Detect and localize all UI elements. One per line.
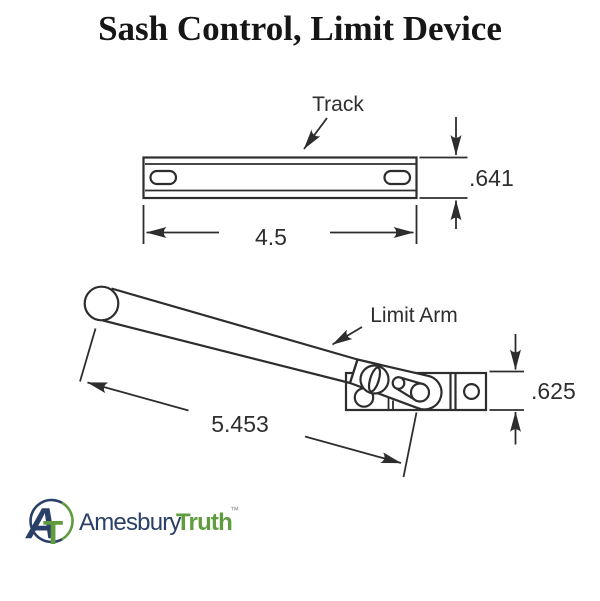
logo-monogram-t: T — [43, 514, 63, 551]
arm-rod-bottom-edge — [102, 319, 351, 385]
bracket-height-dimension: .625 — [489, 334, 576, 445]
dim-5453-value: 5.453 — [211, 411, 269, 437]
amesburytruth-logo: A T Amesbury Truth ™ — [25, 498, 239, 551]
bracket-mounting-hole — [463, 383, 481, 401]
arm-rod-end-seam — [348, 359, 359, 384]
dim-5453-ext-left — [79, 328, 97, 382]
track-leader-arrow — [303, 117, 328, 150]
track-slot-left — [149, 169, 178, 186]
track-callout: Track — [303, 93, 364, 150]
screw-slot — [367, 366, 382, 393]
track-height-dimension: .641 — [419, 117, 514, 229]
track-slot-right — [383, 169, 412, 186]
logo-name-truth: Truth — [176, 509, 232, 536]
dim-5453-ext-right — [402, 412, 418, 478]
arm-rod-top-edge — [111, 287, 358, 361]
track-label: Track — [312, 93, 364, 116]
track-drawing — [142, 156, 418, 200]
dim-5453-arrow-left — [87, 381, 189, 412]
dim-5453-arrow-right — [304, 435, 402, 464]
pivot-pin — [409, 382, 431, 403]
link-small-hole — [391, 376, 406, 390]
logo-name-amesbury: Amesbury — [79, 509, 181, 536]
limit-arm-drawing — [83, 285, 488, 412]
arm-ball-end — [83, 285, 120, 322]
logo-trademark-symbol: ™ — [230, 505, 239, 515]
dim-45-value: 4.5 — [255, 224, 287, 250]
logo-circle-navy-arc — [29, 498, 63, 544]
arm-length-dimension: 5.453 — [79, 328, 418, 478]
amesburytruth-logo-icon: A T — [25, 498, 74, 551]
dim-641-value: .641 — [469, 165, 514, 191]
limit-arm-leader-arrow — [332, 326, 363, 346]
logo-circle-green-arc — [61, 501, 74, 541]
track-length-dimension: 4.5 — [142, 205, 418, 250]
limit-arm-callout: Limit Arm — [332, 304, 458, 346]
logo-monogram-a: A — [25, 499, 58, 548]
page-title: Sash Control, Limit Device — [98, 9, 502, 48]
limit-arm-label: Limit Arm — [370, 304, 458, 327]
dim-625-value: .625 — [531, 378, 576, 404]
